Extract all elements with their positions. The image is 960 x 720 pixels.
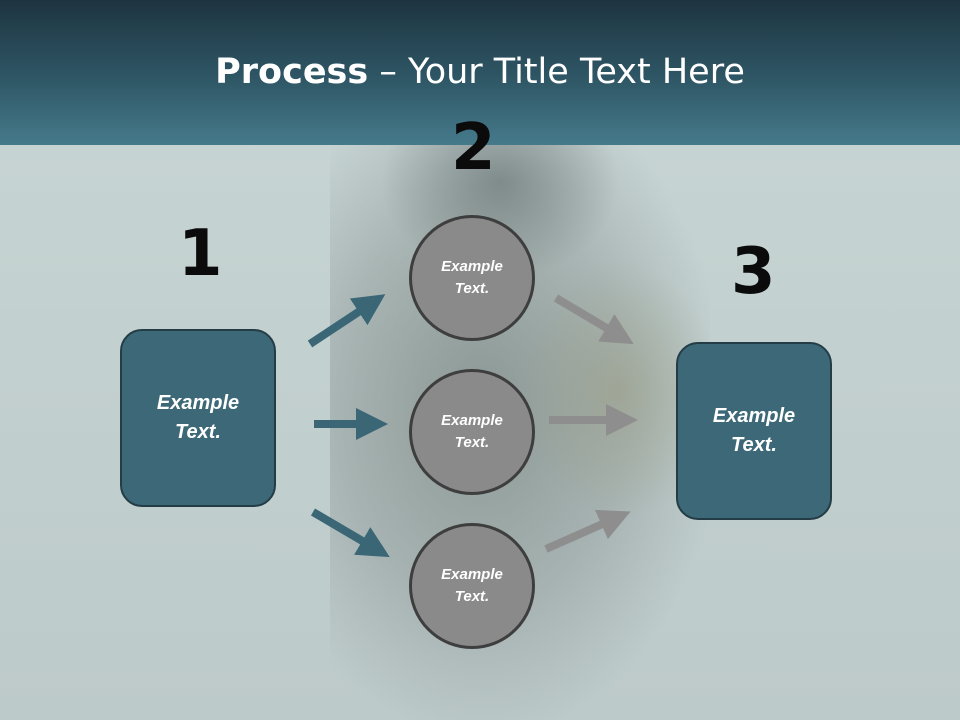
- title-bold: Process: [215, 52, 369, 92]
- arrow-top-to-3: [553, 294, 634, 345]
- title-rest: – Your Title Text Here: [368, 52, 745, 92]
- arrow-bottom-to-3: [544, 509, 631, 553]
- slide-title: Process – Your Title Text Here: [0, 52, 960, 92]
- step3-text: Example Text.: [712, 405, 796, 456]
- step2-circle-middle-text: Example Text.: [441, 411, 503, 452]
- step1-text: Example Text.: [156, 392, 240, 443]
- step2-circle-top-text: Example Text.: [441, 257, 503, 298]
- title-bar: [0, 0, 960, 145]
- step2-circle-top[interactable]: Example Text.: [409, 215, 535, 341]
- step2-circle-bottom[interactable]: Example Text.: [409, 523, 535, 649]
- step1-box[interactable]: Example Text.: [120, 329, 276, 507]
- step3-box[interactable]: Example Text.: [676, 342, 832, 520]
- arrow-1-to-bottom: [310, 508, 390, 558]
- step-number-2: 2: [451, 111, 496, 185]
- step2-circle-middle[interactable]: Example Text.: [409, 369, 535, 495]
- arrow-1-to-top: [307, 294, 386, 348]
- step2-circle-bottom-text: Example Text.: [441, 565, 503, 606]
- step-number-1: 1: [178, 217, 223, 291]
- step-number-3: 3: [731, 235, 776, 309]
